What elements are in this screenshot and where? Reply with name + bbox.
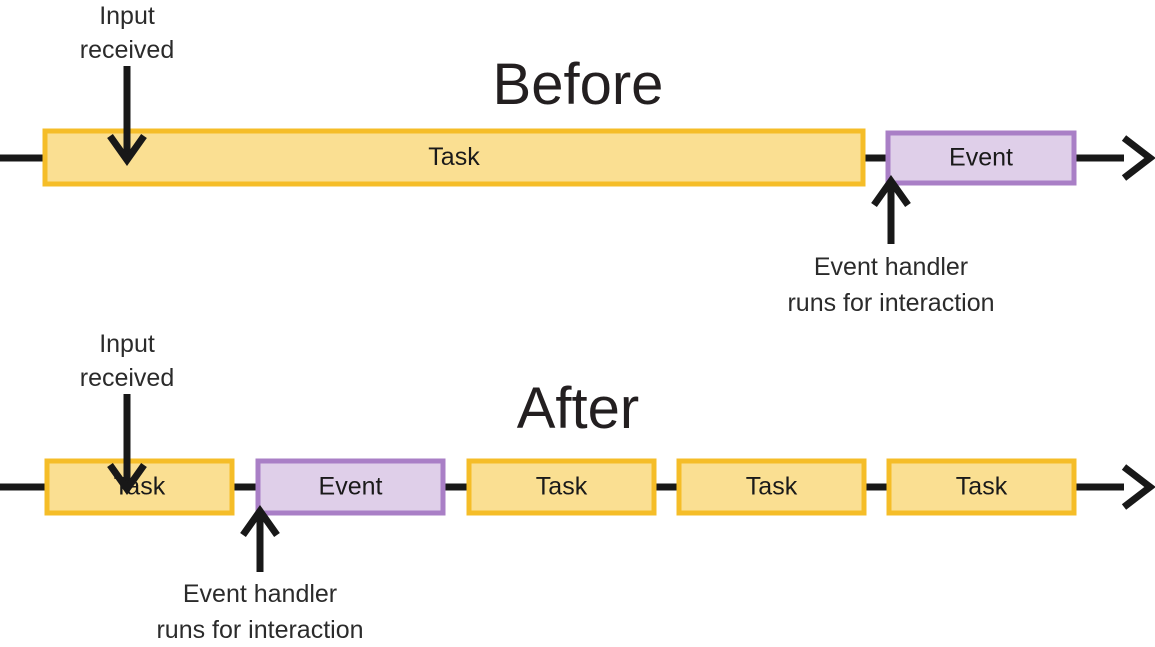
task-block[interactable] <box>886 458 1077 516</box>
task-block-label: Task <box>746 473 798 501</box>
annotation-arrow-up-icon <box>871 174 911 208</box>
timeline-arrow-head-icon <box>1121 135 1155 181</box>
event-block[interactable] <box>885 130 1077 186</box>
annotation-text-line: Input <box>99 2 155 30</box>
section-title-before: Before <box>493 52 664 117</box>
annotation-text-line: Event handler <box>814 253 968 281</box>
task-block[interactable] <box>466 458 657 516</box>
task-block[interactable] <box>42 128 866 187</box>
annotation-text-line: runs for interaction <box>787 289 994 317</box>
task-block-label: Task <box>428 143 480 171</box>
task-block-label: Task <box>536 473 588 501</box>
annotation-event-handler-before: Event handler runs for interaction <box>787 174 995 317</box>
annotation-text-line: Event handler <box>183 580 337 608</box>
annotation-input-received-after: Input received <box>80 330 175 496</box>
annotation-arrow-up-icon <box>240 504 280 538</box>
annotation-event-handler-after: Event handler runs for interaction <box>156 504 364 644</box>
annotation-arrow-down-icon <box>107 462 147 496</box>
annotation-text-line: runs for interaction <box>156 616 363 644</box>
task-block[interactable] <box>676 458 867 516</box>
section-title-after: After <box>517 376 640 441</box>
annotation-arrow-down-icon <box>107 133 147 167</box>
event-block-label: Event <box>319 473 383 501</box>
task-block-label: Task <box>956 473 1008 501</box>
annotation-text-line: received <box>80 36 175 64</box>
annotation-text-line: received <box>80 364 175 392</box>
annotation-input-received-before: Input received <box>80 2 175 167</box>
timeline-arrow-head-icon <box>1121 464 1155 510</box>
event-block-label: Event <box>949 144 1013 172</box>
event-block[interactable] <box>255 458 446 516</box>
annotation-text-line: Input <box>99 330 155 358</box>
